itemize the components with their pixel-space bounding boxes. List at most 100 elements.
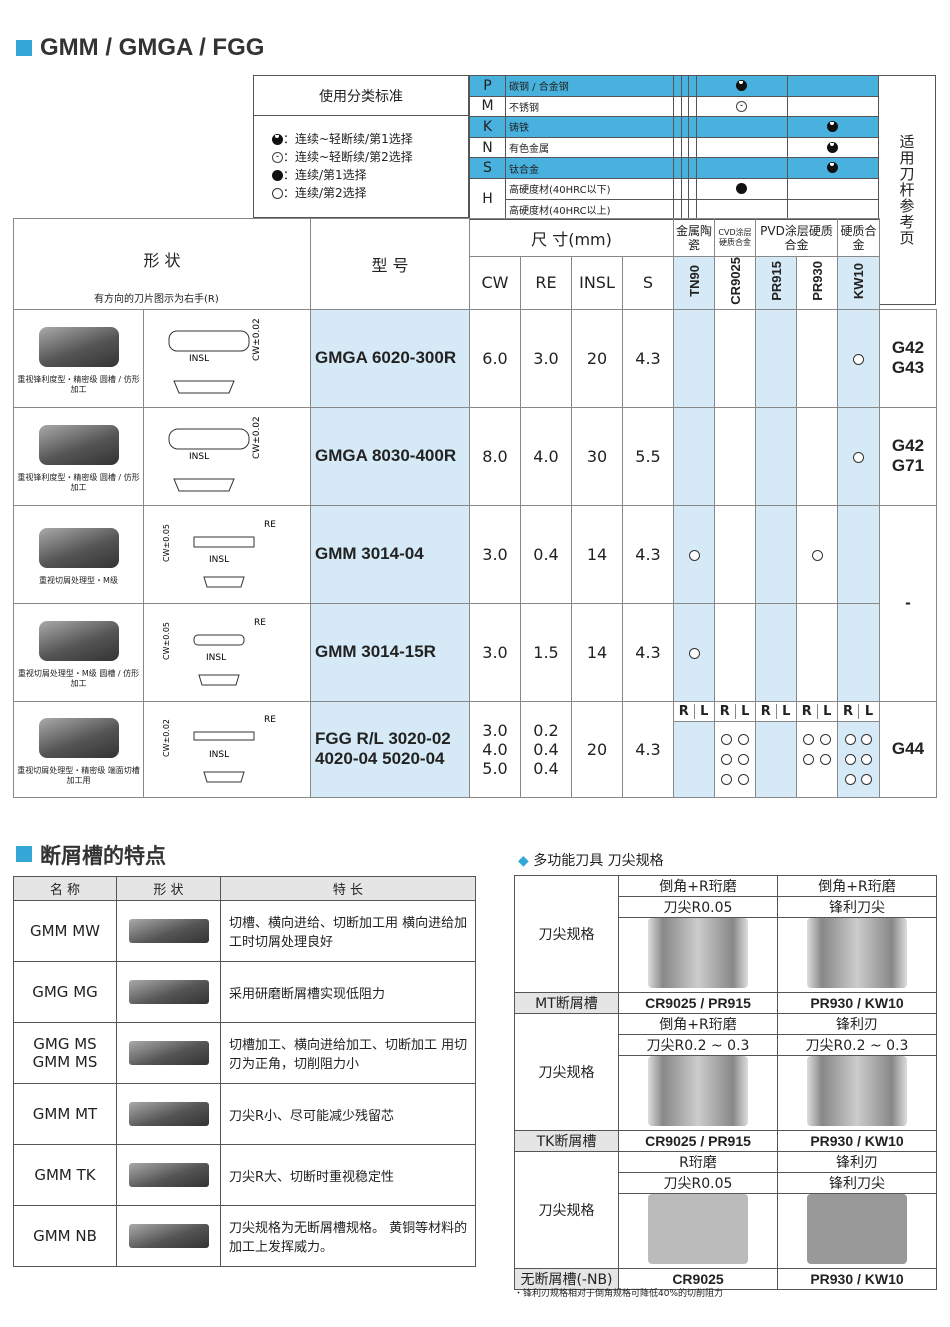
class-row: 高硬度材(40HRC以上): [470, 198, 880, 221]
grade-pr915: PR915: [768, 260, 784, 301]
tip-note: ・锋利刃规格相对于倒角规格可降低40%的切削阻力: [514, 1289, 724, 1299]
first-choice-icon: [272, 170, 283, 181]
insert-drawing: INSL CW±0.05 RE: [162, 520, 276, 588]
grade-pr930: PR930: [809, 260, 825, 301]
grade-tn90: TN90: [686, 264, 702, 297]
first-choice-intermittent-icon: [272, 134, 283, 145]
grade-group-pvd: PVD涂层硬质合金: [755, 218, 838, 257]
second-choice-icon: [272, 188, 283, 199]
model-label: GMM 3014-04: [310, 504, 470, 604]
shape-header: 形 状: [143, 250, 181, 270]
insert-drawing: INSL CW±0.05 RE: [162, 618, 266, 686]
insert-image: [38, 327, 119, 368]
chipbreaker-image: [128, 1041, 209, 1065]
svg-text:INSL: INSL: [209, 750, 229, 760]
tip-image: [648, 1194, 748, 1264]
legend-item: ：连续~轻断续/第1选择: [272, 130, 468, 148]
tip-image: [648, 1056, 748, 1126]
insert-image: [38, 621, 119, 662]
tip-image: [648, 918, 748, 988]
grade-group-cvd: CVD涂层硬质合金: [714, 218, 756, 257]
second-choice-icon: [688, 647, 700, 659]
ref-page-header: 适用刀杆参考页: [879, 75, 936, 305]
features-title: 断屑槽的特点: [40, 845, 166, 868]
features-square: [16, 846, 32, 862]
model-label: GMGA 6020-300R: [310, 308, 470, 408]
svg-text:CW±0.02: CW±0.02: [162, 719, 171, 757]
grade-group-carbide: 硬质合金: [837, 218, 880, 257]
second-choice-icon: [853, 353, 864, 365]
table-row: [14, 720, 937, 798]
ref-page: G42 G71: [879, 406, 937, 506]
svg-text:RE: RE: [264, 520, 276, 530]
tip-title: ◆ 多功能刀具 刀尖规格: [518, 853, 664, 869]
svg-text:RE: RE: [264, 715, 276, 725]
second-choice-intermittent-icon: [272, 152, 283, 163]
insert-image: [38, 425, 119, 466]
insert-spec-table: 形 状 有方向的刀片图示为右手(R) 型 号 尺 寸(mm) 金属陶瓷 CVD涂…: [13, 218, 937, 798]
chipbreaker-image: [128, 1224, 209, 1248]
legend-title: 使用分类标准: [254, 86, 468, 116]
grade-kw10: KW10: [851, 262, 866, 299]
ref-page: -: [879, 504, 937, 702]
svg-text:INSL: INSL: [206, 653, 226, 663]
legend-box: 使用分类标准 ：连续~轻断续/第1选择 ：连续~轻断续/第2选择 ：连续/第1选…: [253, 75, 469, 218]
svg-text:INSL: INSL: [209, 555, 229, 565]
insert-image: [38, 718, 119, 759]
insert-drawing: INSL CW±0.02: [168, 416, 262, 492]
page-title: GMM / GMGA / FGG: [40, 34, 265, 61]
second-choice-icon: [853, 451, 864, 463]
first-choice-icon: [736, 183, 748, 195]
svg-text:CW±0.02: CW±0.02: [252, 416, 262, 459]
first-choice-intermittent-icon: [827, 121, 839, 133]
insert-image: [38, 528, 119, 569]
tip-image: [807, 918, 907, 988]
model-label: GMGA 8030-400R: [310, 406, 470, 506]
tip-image: [807, 1056, 907, 1126]
second-choice-intermittent-icon: [736, 100, 748, 112]
model-header: 型 号: [310, 218, 470, 310]
svg-text:CW±0.02: CW±0.02: [252, 318, 262, 361]
svg-text:RE: RE: [254, 618, 266, 628]
second-choice-icon: [811, 549, 823, 561]
first-choice-intermittent-icon: [827, 162, 839, 174]
model-label: FGG R/L 3020-02 4020-04 5020-04: [310, 700, 470, 798]
legend-item: ：连续/第1选择: [272, 166, 468, 184]
insert-drawing: INSL CW±0.02 RE: [162, 715, 276, 783]
chipbreaker-image: [128, 980, 209, 1004]
svg-text:INSL: INSL: [189, 452, 209, 462]
grade-cr9025: CR9025: [727, 257, 743, 305]
diamond-icon: ◆: [518, 853, 529, 869]
chipbreaker-image: [128, 1163, 209, 1187]
first-choice-intermittent-icon: [736, 80, 748, 92]
second-choice-icon: [688, 549, 700, 561]
legend-item: ：连续~轻断续/第2选择: [272, 148, 468, 166]
shape-note: 有方向的刀片图示为右手(R): [94, 293, 219, 305]
svg-text:CW±0.05: CW±0.05: [162, 622, 171, 660]
ref-page: G44: [879, 700, 937, 798]
dims-header: 尺 寸(mm): [469, 218, 674, 257]
svg-text:CW±0.05: CW±0.05: [162, 524, 171, 562]
legend-item: ：连续/第2选择: [272, 184, 468, 202]
first-choice-intermittent-icon: [827, 141, 839, 153]
